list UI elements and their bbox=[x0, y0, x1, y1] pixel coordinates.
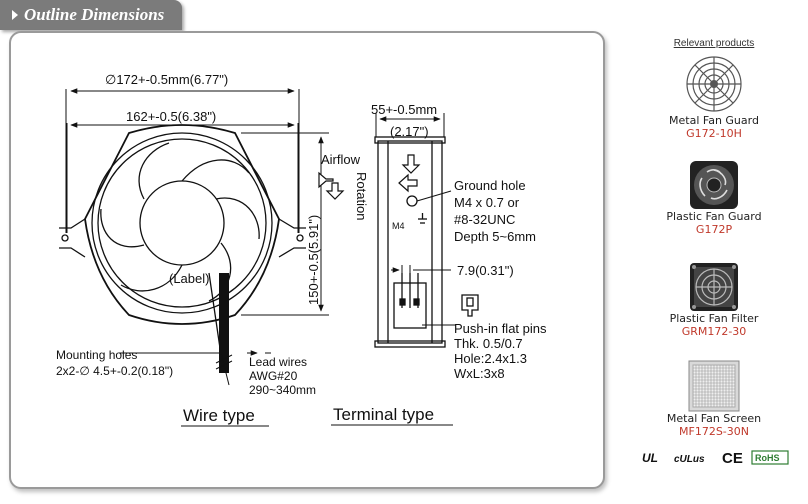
depth-dim-in: (2.17") bbox=[390, 124, 429, 139]
label-text: (Label) bbox=[169, 271, 209, 286]
lead-wires-label: Lead wires bbox=[249, 355, 307, 369]
cul-mark-icon: cULus bbox=[674, 454, 705, 465]
ul-mark-icon: UL bbox=[642, 451, 658, 465]
airflow-arrow-side-icon bbox=[401, 154, 421, 174]
rohs-mark-icon: RoHS bbox=[751, 450, 789, 465]
product-code[interactable]: MF172S-30N bbox=[679, 425, 749, 438]
lead-wires-gauge: AWG#20 bbox=[249, 369, 298, 383]
airflow-label: Airflow bbox=[321, 152, 361, 167]
product-code[interactable]: GRM172-30 bbox=[681, 325, 747, 338]
ground-hole-thread: M4 x 0.7 or bbox=[454, 195, 520, 210]
section-tab: Outline Dimensions bbox=[0, 0, 182, 30]
metal-fan-screen-icon bbox=[688, 360, 740, 412]
product-code[interactable]: G172P bbox=[695, 223, 733, 236]
svg-text:CE: CE bbox=[722, 450, 743, 467]
rotation-label: Rotation bbox=[354, 172, 369, 220]
svg-text:UL: UL bbox=[642, 451, 658, 465]
ce-mark-icon: CE bbox=[722, 450, 743, 467]
mounting-holes-spec: 2x2-∅ 4.5+-0.2(0.18") bbox=[56, 364, 173, 378]
airflow-arrow-icon bbox=[318, 171, 334, 189]
pin-dim: 7.9(0.31") bbox=[457, 263, 514, 278]
depth-dim-mm: 55+-0.5mm bbox=[371, 102, 437, 117]
product-metal-fan-screen[interactable]: Metal Fan Screen MF172S-30N bbox=[640, 360, 788, 438]
product-plastic-fan-guard[interactable]: Plastic Fan Guard G172P bbox=[640, 160, 788, 236]
plastic-fan-filter-icon bbox=[690, 263, 738, 311]
terminal-type-title: Terminal type bbox=[333, 405, 434, 424]
lead-wires-length: 290~340mm bbox=[249, 383, 316, 397]
product-name: Plastic Fan Filter bbox=[669, 312, 759, 325]
outline-panel: (Label) ∅172+-0.5mm(6.77") 162+-0.5(6.38… bbox=[9, 31, 605, 489]
related-products-title: Relevant products bbox=[673, 38, 755, 49]
lead-wires bbox=[208, 272, 233, 386]
plastic-fan-guard-icon bbox=[690, 161, 738, 209]
product-name: Metal Fan Guard bbox=[669, 114, 759, 127]
triangle-right-icon bbox=[12, 10, 18, 20]
mounting-holes-label: Mounting holes bbox=[56, 348, 137, 362]
section-title: Outline Dimensions bbox=[24, 5, 165, 24]
airflow-arrow-left-icon bbox=[398, 173, 418, 193]
product-metal-fan-guard[interactable]: Metal Fan Guard G172-10H bbox=[640, 54, 788, 140]
product-plastic-fan-filter[interactable]: Plastic Fan Filter GRM172-30 bbox=[640, 262, 788, 338]
flat-pins-label: Push-in flat pins bbox=[454, 321, 547, 336]
outer-diameter-dim: ∅172+-0.5mm(6.77") bbox=[105, 72, 228, 87]
svg-text:RoHS: RoHS bbox=[755, 453, 780, 463]
product-name: Plastic Fan Guard bbox=[666, 210, 762, 223]
wire-type-title: Wire type bbox=[183, 406, 255, 425]
ground-hole-depth: Depth 5~6mm bbox=[454, 229, 536, 244]
product-code[interactable]: G172-10H bbox=[686, 127, 742, 140]
certification-marks: UL cULus CE RoHS bbox=[642, 450, 789, 467]
flat-pins-hole: Hole:2.4x1.3 bbox=[454, 351, 527, 366]
m4-label: M4 bbox=[392, 221, 405, 231]
ground-hole-unc: #8-32UNC bbox=[454, 212, 515, 227]
fan-side-view bbox=[374, 136, 479, 348]
rotation-arrow-icon bbox=[325, 182, 345, 200]
outline-drawing: (Label) ∅172+-0.5mm(6.77") 162+-0.5(6.38… bbox=[56, 72, 547, 427]
metal-fan-guard-icon bbox=[686, 56, 742, 112]
hole-pitch-dim: 162+-0.5(6.38") bbox=[126, 109, 216, 124]
flat-pins-thickness: Thk. 0.5/0.7 bbox=[454, 336, 523, 351]
flat-pins-size: WxL:3x8 bbox=[454, 366, 505, 381]
fan-front-view bbox=[59, 124, 306, 325]
svg-text:cULus: cULus bbox=[674, 454, 705, 465]
ground-hole-label: Ground hole bbox=[454, 178, 526, 193]
height-dim: 150+-0.5(5.91") bbox=[306, 215, 321, 305]
product-name: Metal Fan Screen bbox=[666, 412, 762, 425]
